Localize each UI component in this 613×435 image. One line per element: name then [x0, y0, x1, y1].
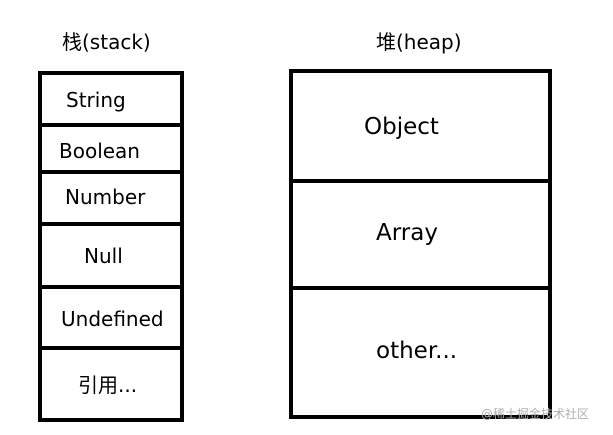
stack-item-number-label: Number: [65, 185, 146, 209]
stack-item-boolean-label: Boolean: [59, 139, 140, 163]
heap-item-object-label: Object: [364, 114, 439, 140]
stack-item-undefined-label: Undefined: [61, 307, 164, 331]
heap-box-other: [289, 286, 552, 419]
stack-box-reference: [38, 346, 184, 422]
heap-title: 堆(heap): [376, 30, 462, 54]
heap-boxes: [289, 69, 552, 419]
stack-item-reference-label: 引用...: [78, 373, 138, 397]
watermark: @稀土掘金技术社区: [481, 407, 590, 421]
stack-title: 栈(stack): [62, 30, 151, 54]
stack-boxes: [38, 71, 184, 422]
stack-item-string-label: String: [66, 88, 126, 112]
heap-item-array-label: Array: [376, 220, 438, 246]
heap-item-other-label: other...: [376, 338, 458, 364]
stack-item-null-label: Null: [84, 244, 123, 268]
